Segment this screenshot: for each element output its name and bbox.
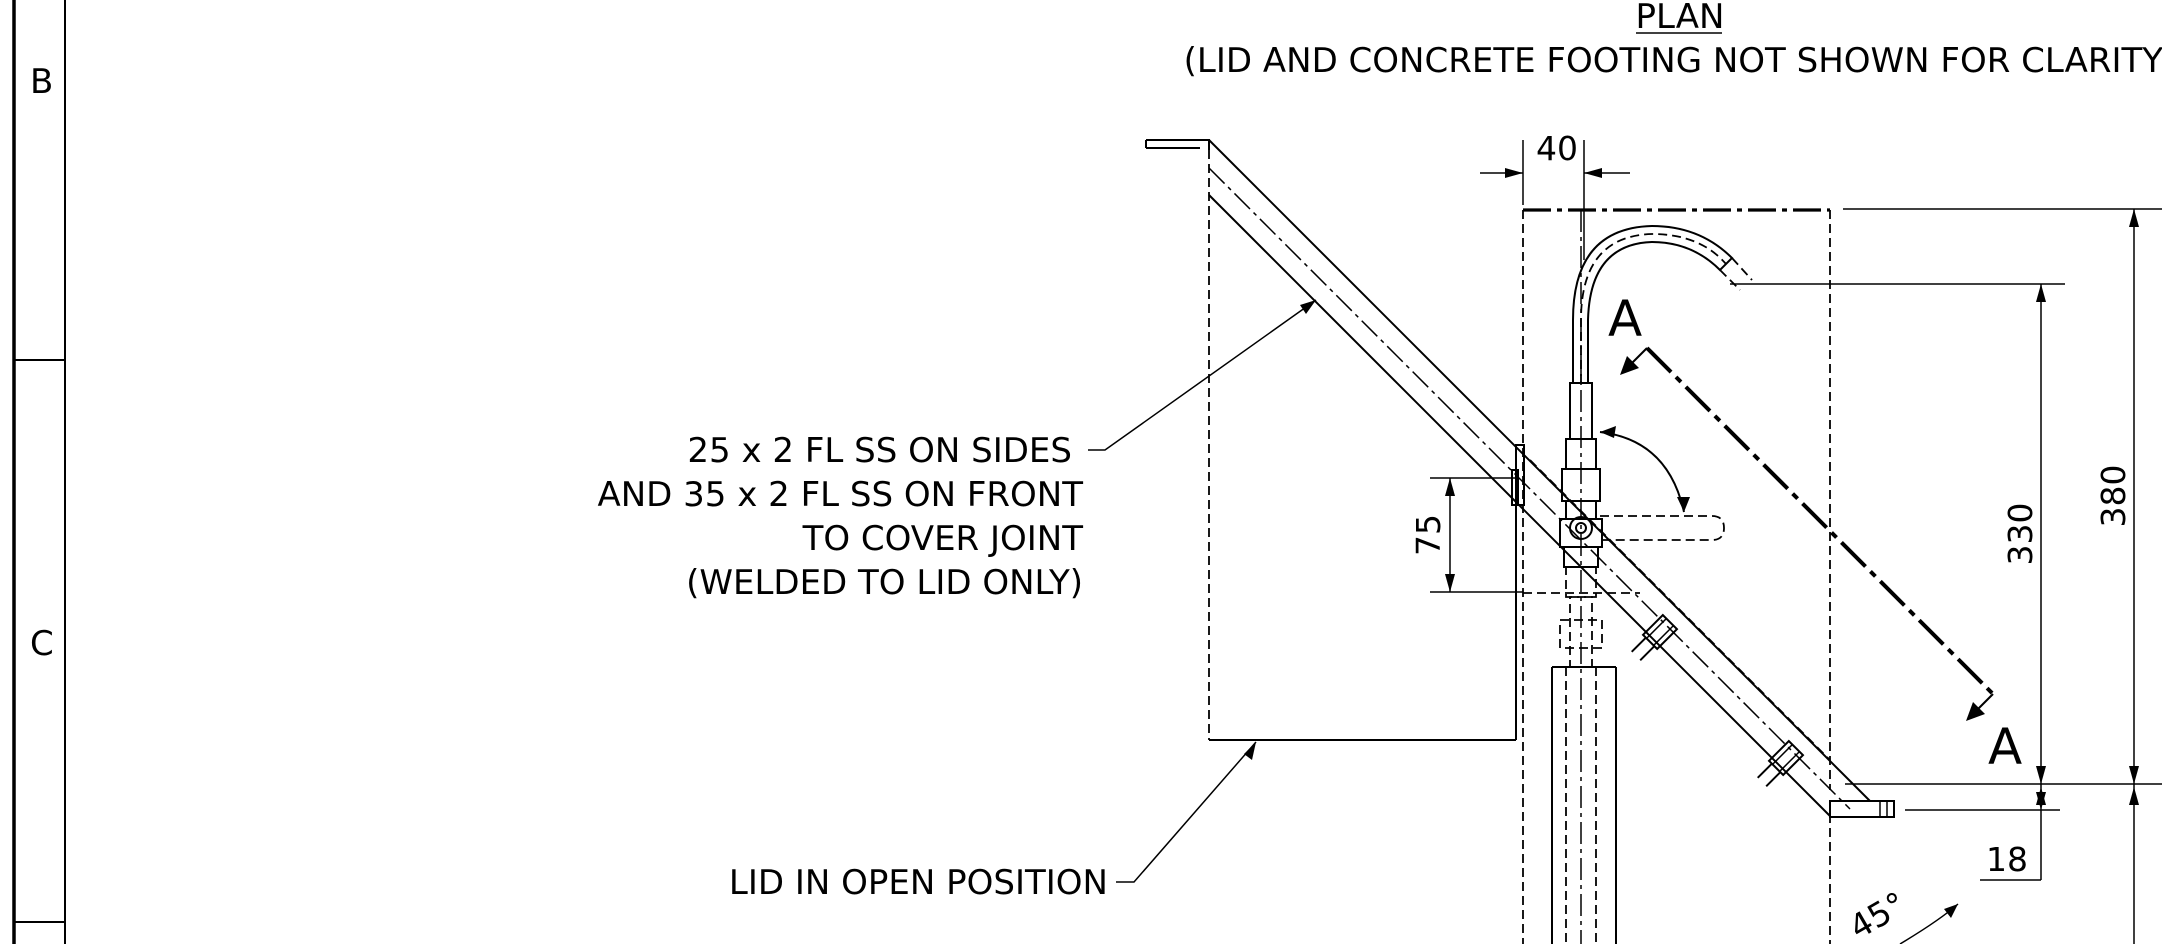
callout-lid: LID IN OPEN POSITION: [729, 741, 1257, 903]
fixing-bolt-upper: [1631, 613, 1679, 661]
dim-75-value: 75: [1409, 514, 1448, 556]
fixing-bolt-lower: [1757, 739, 1805, 787]
view-title-text: PLAN: [1636, 0, 1725, 37]
pipe-stand: [1551, 666, 1617, 944]
callout-cover-joint-line-1: 25 x 2 FL SS ON SIDES: [687, 431, 1072, 471]
gooseneck-tap: [1559, 210, 1753, 944]
section-mark-bottom: A: [1988, 718, 2022, 776]
view-title: PLAN (LID AND CONCRETE FOOTING NOT SHOWN…: [1184, 0, 2162, 81]
dimension-18: 18: [1905, 784, 2060, 881]
enclosure-body: [1522, 208, 1831, 944]
dim-330-value: 330: [2001, 503, 2040, 566]
callout-cover-joint-line-3: TO COVER JOINT: [802, 519, 1084, 559]
section-mark-top: A: [1608, 290, 1642, 348]
dim-380-value: 380: [2094, 465, 2133, 528]
dim-40-value: 40: [1536, 129, 1578, 168]
dimension-75: 75: [1409, 477, 1523, 593]
callout-cover-joint-line-2: AND 35 x 2 FL SS ON FRONT: [597, 475, 1083, 515]
dimension-380: 380: [1843, 208, 2162, 944]
cover-strip: [1208, 139, 1871, 817]
callout-cover-joint-line-4: (WELDED TO LID ONLY): [686, 563, 1083, 603]
zone-label-c: C: [30, 624, 54, 664]
callout-lid-text: LID IN OPEN POSITION: [729, 863, 1108, 903]
dimension-40: 40: [1480, 129, 1630, 260]
zone-strip: B C: [12, 0, 66, 944]
lid-open: [1145, 139, 1517, 741]
dim-18-value: 18: [1986, 840, 2028, 879]
angle-value: 45°: [1843, 884, 1913, 944]
section-line-a-a: A A: [1608, 290, 2022, 776]
zone-label-b: B: [30, 62, 53, 102]
callout-cover-joint: 25 x 2 FL SS ON SIDES AND 35 x 2 FL SS O…: [597, 299, 1317, 603]
bottom-bracket: [1829, 800, 1895, 818]
view-subtitle-text: (LID AND CONCRETE FOOTING NOT SHOWN FOR …: [1184, 41, 2162, 81]
dimension-45-degrees: 45°: [1843, 884, 1959, 944]
dimension-330: 330: [1730, 283, 2065, 785]
